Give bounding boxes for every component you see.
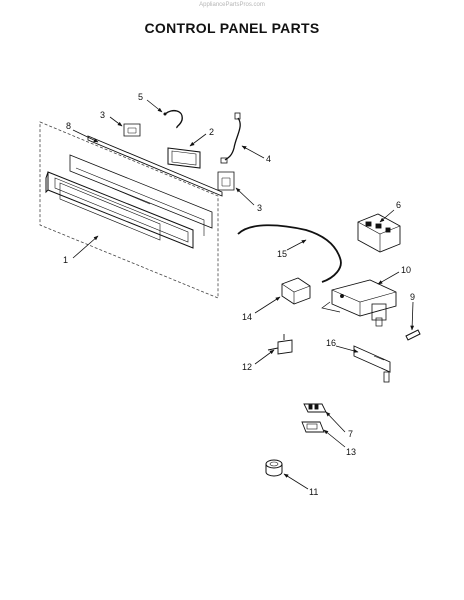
page-title: CONTROL PANEL PARTS [144, 20, 320, 36]
watermark: AppliancePartsPros.com [199, 2, 265, 8]
callout-12: 12 [242, 362, 252, 372]
callout-3-lower: 3 [257, 203, 262, 213]
latch-bracket-part [353, 345, 391, 383]
callout-15: 15 [277, 249, 287, 259]
connector-13-part [301, 421, 325, 433]
sensor-part [267, 334, 293, 355]
bracket-lower-part [217, 171, 235, 191]
callout-4: 4 [266, 154, 271, 164]
lock-assembly-part [321, 279, 397, 327]
connector-7-part [303, 403, 327, 413]
callout-14: 14 [242, 312, 252, 322]
callout-6: 6 [396, 200, 401, 210]
panel-frame-part [69, 154, 213, 236]
leader-lines [72, 99, 415, 490]
callout-9: 9 [410, 292, 415, 302]
bracket-upper-part [123, 123, 141, 137]
control-board-part [357, 213, 401, 253]
wire-harness-4 [224, 117, 241, 161]
callout-2: 2 [209, 127, 214, 137]
wire-harness-15 [237, 224, 342, 283]
wire-harness-5 [164, 109, 183, 129]
display-bezel-part [167, 147, 201, 169]
callout-8: 8 [66, 121, 71, 131]
knob-part [265, 459, 283, 477]
callout-3-upper: 3 [100, 110, 105, 120]
callout-1: 1 [63, 255, 68, 265]
assembly-outline [39, 121, 219, 299]
callout-7: 7 [348, 429, 353, 439]
callout-16: 16 [326, 338, 336, 348]
callout-5: 5 [138, 92, 143, 102]
switch-housing-part [281, 277, 311, 305]
callout-11: 11 [309, 487, 318, 497]
callout-13: 13 [346, 447, 356, 457]
trim-strip-part [87, 135, 223, 197]
pin-part [405, 329, 421, 341]
control-panel-part [45, 171, 194, 249]
callout-10: 10 [401, 265, 411, 275]
